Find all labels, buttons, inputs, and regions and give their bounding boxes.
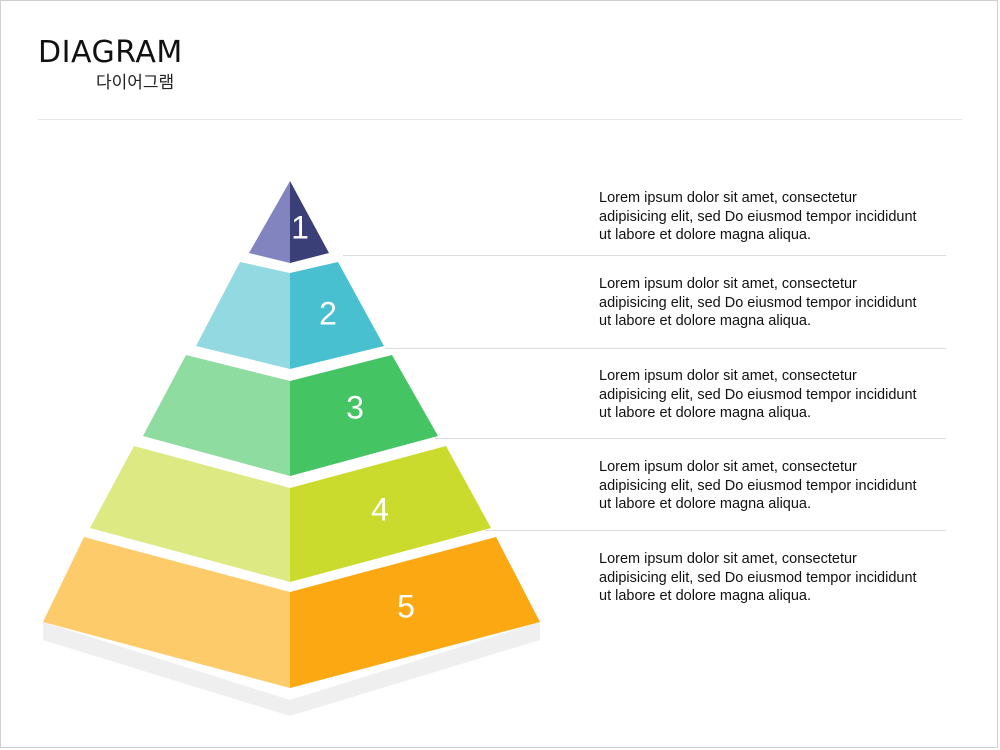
header-divider [38,119,962,120]
level-2-left-face [196,262,290,369]
level-4-right-face [290,446,491,582]
level-separator [343,255,946,256]
level-4-number: 4 [371,491,389,527]
level-1-left-face [249,181,290,263]
level-3-number: 3 [346,389,364,425]
level-2-number: 2 [319,295,337,331]
level-3-description: Lorem ipsum dolor sit amet, consectetur … [599,368,917,421]
level-separator [485,530,946,531]
page-title: DIAGRAM [38,35,183,70]
level-1-right-face [290,181,329,263]
level-5-description: Lorem ipsum dolor sit amet, consectetur … [599,551,917,604]
level-1-number: 1 [291,209,309,245]
level-separator [435,438,946,439]
level-4-left-face [90,446,290,582]
level-5-number: 5 [397,588,415,624]
level-3-left-face [143,355,290,476]
level-2-description: Lorem ipsum dolor sit amet, consectetur … [599,276,917,329]
level-5-right-face [290,537,540,688]
level-1-description: Lorem ipsum dolor sit amet, consectetur … [599,190,917,243]
level-4-description: Lorem ipsum dolor sit amet, consectetur … [599,459,917,512]
level-2-right-face [290,262,384,369]
level-5-left-face [43,537,290,688]
page-subtitle: 다이어그램 [96,73,175,93]
level-separator [385,348,946,349]
level-3-right-face [290,355,438,476]
